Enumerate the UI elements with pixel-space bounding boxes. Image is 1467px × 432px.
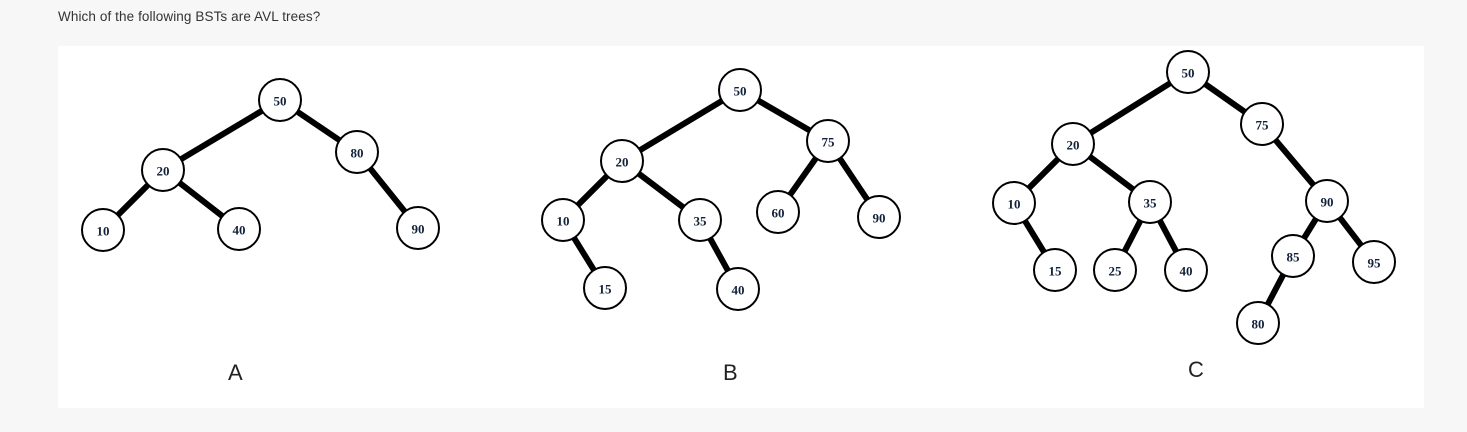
tree-caption-c: C bbox=[1188, 357, 1204, 382]
tree-caption-b: B bbox=[723, 360, 738, 385]
answer-options-card bbox=[58, 46, 1424, 408]
question-text: Which of the following BSTs are AVL tree… bbox=[58, 9, 321, 24]
tree-caption-a: A bbox=[228, 360, 243, 385]
